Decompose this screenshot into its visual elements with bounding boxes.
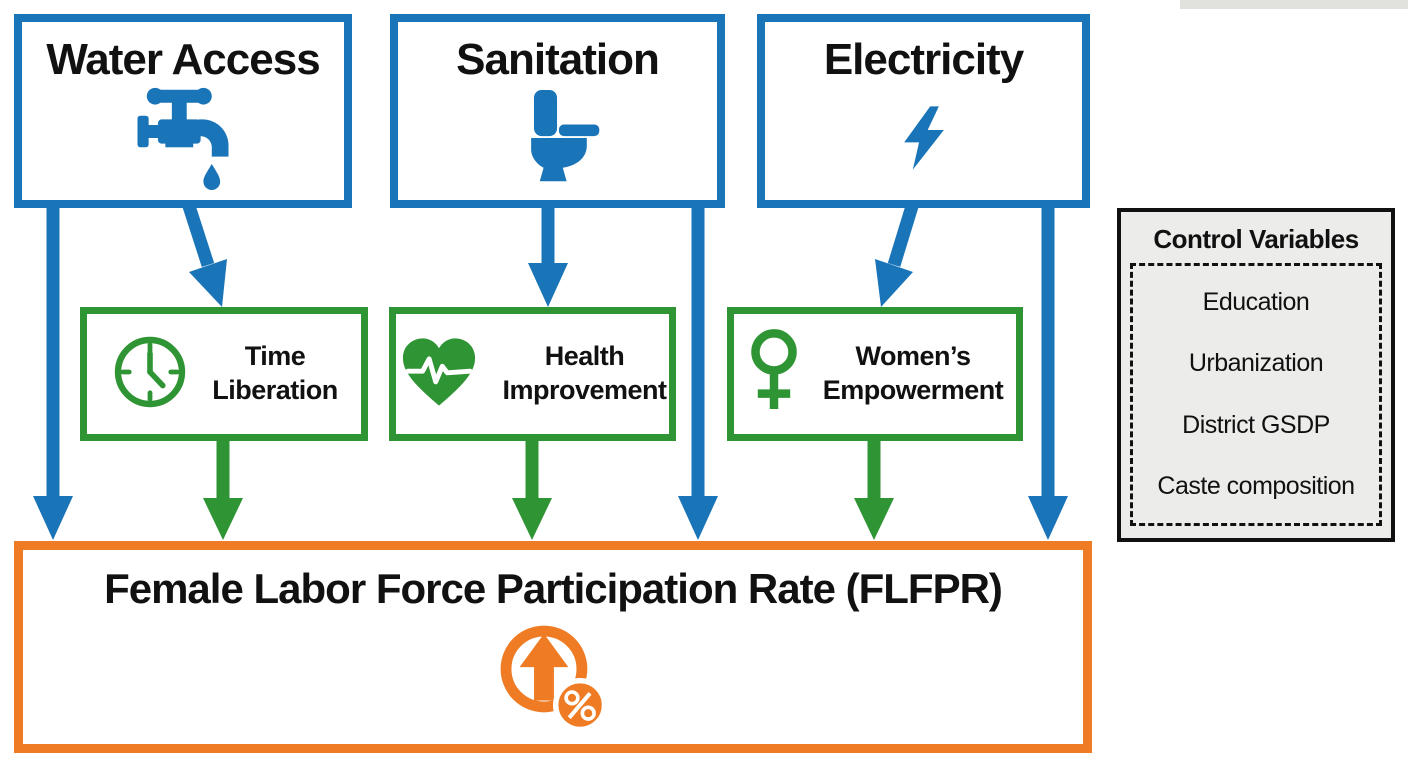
health-improvement-line1: Health: [544, 341, 625, 372]
health-improvement-line2: Improvement: [502, 375, 667, 405]
sanitation-box: Sanitation: [390, 14, 725, 208]
arrow-water-to-time: [181, 201, 227, 307]
arrow-electricity-direct: [1028, 201, 1068, 540]
womens-empowerment-line1: Women’s: [855, 341, 971, 372]
womens-empowerment-line2: Empowerment: [822, 375, 1004, 405]
time-liberation-line2: Liberation: [212, 375, 338, 405]
health-improvement-box: Health Improvement: [389, 307, 676, 441]
womens-empowerment-box: Women’s Empowerment: [727, 307, 1023, 441]
water-access-title: Water Access: [46, 35, 320, 84]
arrow-electricity-to-women: [875, 201, 920, 307]
flfpr-title: Female Labor Force Participation Rate (F…: [104, 565, 1003, 612]
toilet-icon: [510, 82, 606, 194]
water-access-box: Water Access: [14, 14, 352, 208]
arrow-water-direct: [33, 201, 73, 540]
clock-icon: [110, 332, 190, 417]
flfpr-box: Female Labor Force Participation Rate (F…: [14, 541, 1092, 753]
heart-pulse-icon: [398, 335, 480, 414]
womens-empowerment-label: Women’s Empowerment: [823, 340, 1004, 408]
increase-percent-icon: [495, 612, 611, 744]
health-improvement-label: Health Improvement: [502, 340, 667, 408]
sanitation-title: Sanitation: [456, 35, 660, 84]
time-liberation-label: Time Liberation: [212, 340, 338, 408]
time-liberation-line1: Time: [244, 341, 306, 372]
faucet-icon: [122, 82, 244, 194]
control-variables-list: Education Urbanization District GSDP Cas…: [1130, 263, 1382, 526]
arrow-sanitation-direct: [678, 201, 718, 540]
control-item-urbanization: Urbanization: [1188, 349, 1324, 378]
control-item-caste-composition: Caste composition: [1157, 471, 1355, 500]
lightning-bolt-icon: [893, 82, 955, 194]
control-variables-panel: Control Variables Education Urbanization…: [1117, 208, 1395, 542]
electricity-title: Electricity: [823, 35, 1024, 84]
control-variables-title: Control Variables: [1153, 224, 1359, 254]
arrow-time-to-flfpr: [203, 434, 243, 540]
arrow-health-to-flfpr: [512, 434, 552, 540]
time-liberation-box: Time Liberation: [80, 307, 368, 441]
female-symbol-icon: [747, 328, 801, 421]
electricity-box: Electricity: [757, 14, 1090, 208]
control-item-education: Education: [1202, 288, 1310, 317]
control-item-district-gsdp: District GSDP: [1182, 410, 1330, 439]
arrow-women-to-flfpr: [854, 434, 894, 540]
scan-artifact: [1180, 0, 1408, 9]
arrow-sanitation-to-health: [528, 203, 568, 307]
